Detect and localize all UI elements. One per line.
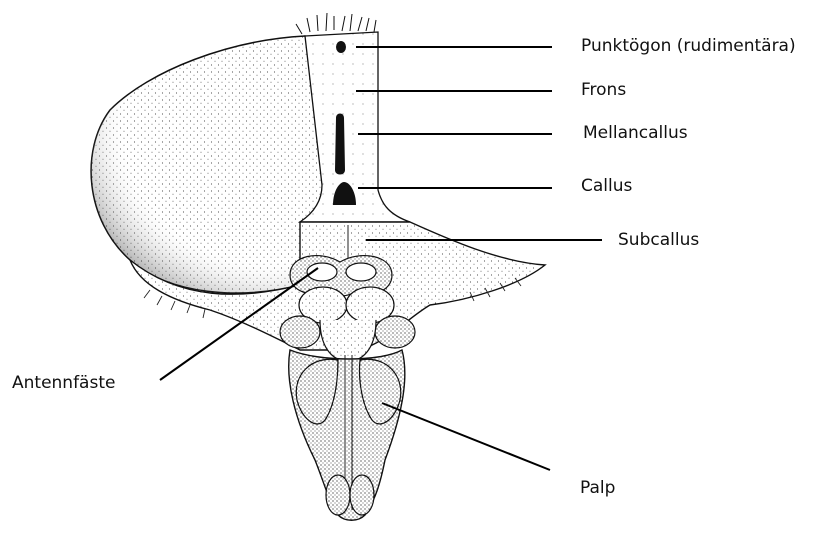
label-callus: Callus [581, 178, 632, 195]
ocellus-spot [336, 41, 346, 53]
label-frons: Frons [581, 82, 626, 99]
label-punktogon: Punktögon (rudimentära) [581, 38, 796, 55]
mellancallus-shape [335, 114, 345, 175]
label-mellancallus: Mellancallus [583, 125, 688, 142]
label-palp: Palp [580, 480, 615, 497]
leader-line-palp [382, 403, 550, 470]
label-subcallus: Subcallus [618, 232, 699, 249]
label-antennfaste: Antennfäste [12, 375, 115, 392]
